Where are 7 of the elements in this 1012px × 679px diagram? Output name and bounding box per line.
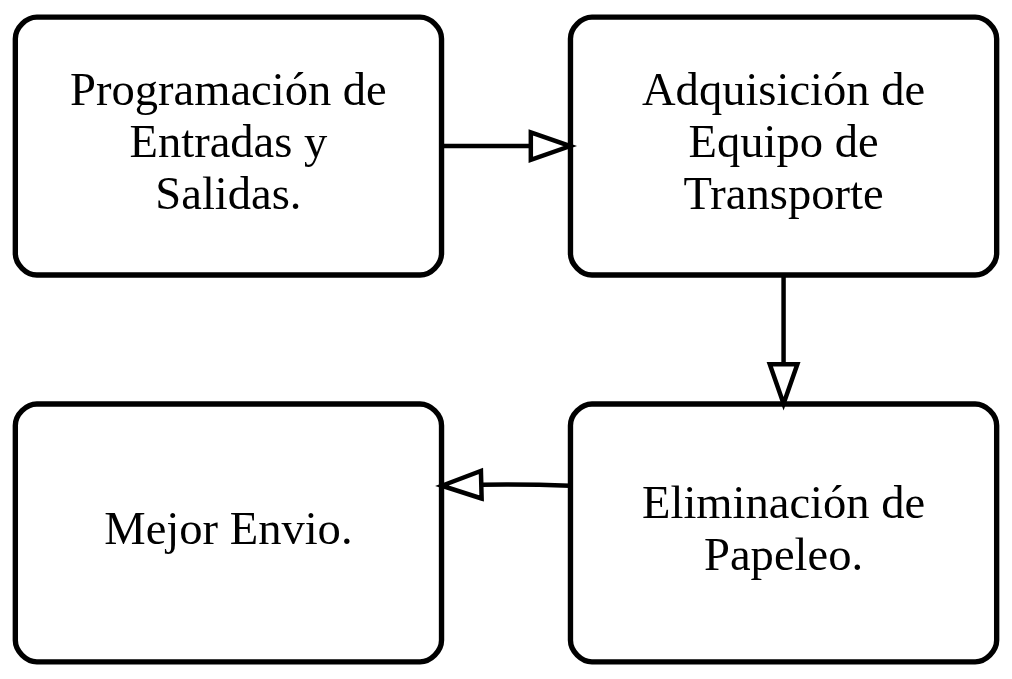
node-box: Mejor Envio. <box>12 401 445 665</box>
arrow <box>766 275 801 411</box>
node-box: Eliminación de Papeleo. <box>567 401 1000 665</box>
node-box: Programación de Entradas y Salidas. <box>12 14 445 278</box>
arrow <box>435 467 571 502</box>
arrow <box>441 129 577 164</box>
node-box: Adquisición de Equipo de Transporte <box>567 14 1000 278</box>
